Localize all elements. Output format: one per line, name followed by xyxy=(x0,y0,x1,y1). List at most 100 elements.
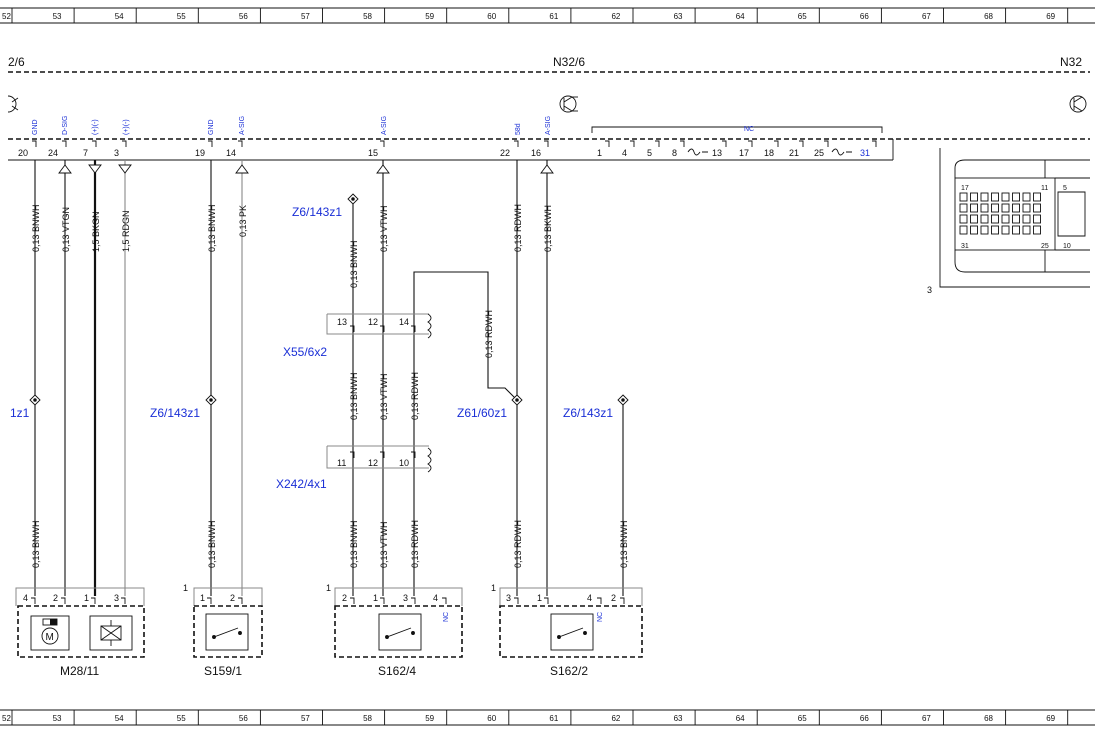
ruler-cell-top: 63 xyxy=(674,12,683,21)
motor-icon: M xyxy=(41,618,59,645)
wire-rdwh-branch xyxy=(413,271,518,401)
ruler-cell-top: 67 xyxy=(922,12,931,21)
pin-signal-label: 58d xyxy=(515,123,522,135)
connector-cavity xyxy=(991,214,999,224)
nc-label: NC xyxy=(744,126,754,133)
pin-signal-label: (+)(-) xyxy=(92,119,99,135)
connector-pin: 11 xyxy=(337,458,346,468)
connector-cavity xyxy=(1001,203,1010,213)
connector-cavity xyxy=(959,192,968,202)
switch-icon xyxy=(557,627,587,639)
ruler-cell-bottom: 53 xyxy=(53,714,62,723)
component-pin: 1 xyxy=(537,593,542,603)
wire-label: 0,13 RDWH xyxy=(513,520,523,568)
pin-number: 24 xyxy=(48,148,58,158)
connector-cavity xyxy=(1022,203,1031,213)
ruler-cell-top: 58 xyxy=(363,12,372,21)
ruler-cell-bottom: 55 xyxy=(177,714,186,723)
arrow-icons xyxy=(58,164,554,174)
component-pin: 3 xyxy=(114,593,119,603)
ruler-cell-top: 69 xyxy=(1046,12,1055,21)
component-pin: 2 xyxy=(230,593,235,603)
pin-signal-label: (+)(-) xyxy=(123,119,130,135)
pin-number: 19 xyxy=(195,148,205,158)
ruler-cell-top: 62 xyxy=(611,12,620,21)
component-label: M28/11 xyxy=(60,664,99,678)
component-m28-11: M xyxy=(15,587,145,658)
connector-pin: 12 xyxy=(368,458,378,468)
ruler-cell-top: 60 xyxy=(487,12,496,21)
module-left-label: 2/6 xyxy=(8,55,25,69)
pin-stubs xyxy=(32,140,549,147)
splice-label: 1z1 xyxy=(10,406,30,420)
wire-label: 0,13 VTWH xyxy=(379,373,389,420)
pin-number: 20 xyxy=(18,148,28,158)
nc-pin: 4 xyxy=(622,148,627,158)
pin-number: 15 xyxy=(368,148,378,158)
connector-cavity xyxy=(991,203,999,213)
wire-label: 0,13 VTGN xyxy=(61,207,71,252)
nc-label: NC xyxy=(597,612,604,622)
transistor-icon xyxy=(1069,95,1087,113)
wire-label: 0,13 PK xyxy=(238,205,248,237)
nc-pin: 1 xyxy=(597,148,602,158)
connector-view-pin: 25 xyxy=(1041,243,1049,250)
connector-cavity xyxy=(980,214,989,224)
bottom-ruler xyxy=(0,709,1095,726)
pin-signal-label: D-SIG xyxy=(62,116,69,135)
component-label: S159/1 xyxy=(204,664,242,678)
wire-label: 0,13 BNWH xyxy=(349,520,359,568)
connector-cavity xyxy=(1012,214,1020,224)
ruler-cell-top: 65 xyxy=(798,12,807,21)
connector-cavity xyxy=(959,225,968,235)
connector-view-pin: 11 xyxy=(1041,185,1048,192)
connector-cavity xyxy=(1012,192,1020,202)
component-tag: 1 xyxy=(183,583,188,593)
connector-label: X242/4x1 xyxy=(276,477,327,491)
connector-cavity xyxy=(1012,203,1020,213)
wire-label: 1,5 BKGN xyxy=(91,211,101,252)
component-s162-4 xyxy=(334,587,463,658)
ruler-cell-top: 55 xyxy=(177,12,186,21)
connector-label: X55/6x2 xyxy=(283,345,327,359)
connector-view-pin: 31 xyxy=(961,243,969,250)
wire-label: 0,13 BKWH xyxy=(543,205,553,252)
connector-cavity xyxy=(970,214,978,224)
transistor-icon xyxy=(559,95,578,113)
connector-pin: 13 xyxy=(337,317,347,327)
connector-cavity xyxy=(959,214,968,224)
ruler-cell-bottom: 62 xyxy=(611,714,620,723)
connector-view-pin: 10 xyxy=(1063,243,1071,250)
connector-cavity xyxy=(1022,225,1031,235)
ruler-cell-top: 66 xyxy=(860,12,869,21)
ruler-cell-bottom: 65 xyxy=(798,714,807,723)
ruler-cell-bottom: 59 xyxy=(425,714,434,723)
wire-label: 0,13 VTWH xyxy=(379,205,389,252)
ruler-cell-bottom: 66 xyxy=(860,714,869,723)
connector-cavity xyxy=(970,225,978,235)
ruler-cell-bottom: 61 xyxy=(549,714,558,723)
ruler-cell-bottom: 52 xyxy=(2,714,11,723)
component-pin: 1 xyxy=(200,593,205,603)
connector-x242 xyxy=(326,445,432,473)
component-s162-2 xyxy=(499,587,643,658)
module-n32-6-label: N32/6 xyxy=(553,55,585,69)
ruler-cell-top: 53 xyxy=(53,12,62,21)
module-right-label: N32 xyxy=(1060,55,1082,69)
nc-pin: 25 xyxy=(814,148,824,158)
connector-cavity xyxy=(980,192,989,202)
pin-signal-label: A-SIG xyxy=(545,116,552,135)
transistor-icon xyxy=(7,95,19,113)
wire-label: 0,13 RDWH xyxy=(513,204,523,252)
component-tag: 1 xyxy=(326,583,331,593)
nc-pin: 8 xyxy=(672,148,677,158)
connector-cavity xyxy=(959,203,968,213)
pin-number: 14 xyxy=(226,148,236,158)
connector-cavity xyxy=(1001,192,1010,202)
ruler-cell-top: 61 xyxy=(549,12,558,21)
component-pin: 3 xyxy=(506,593,511,603)
wire-label: 0,13 BNWH xyxy=(207,204,217,252)
ruler-cell-top: 68 xyxy=(984,12,993,21)
wire-label: 0,13 BNWH xyxy=(207,520,217,568)
connector-pin: 14 xyxy=(399,317,409,327)
